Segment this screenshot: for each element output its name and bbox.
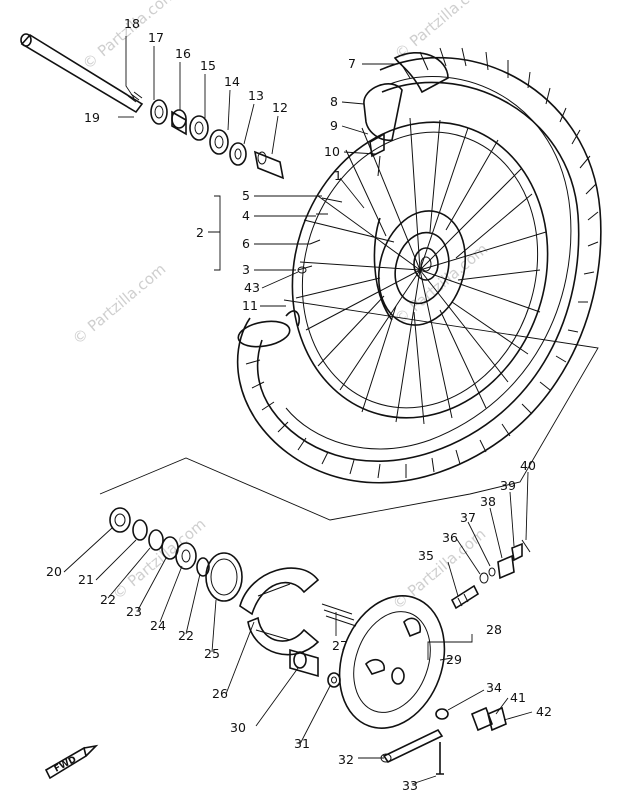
callout-2: 2 xyxy=(196,225,204,240)
item-11 xyxy=(237,310,301,348)
callout-8: 8 xyxy=(330,94,338,109)
balancer-43 xyxy=(297,266,307,274)
callout-30: 30 xyxy=(230,720,246,735)
nut-42 xyxy=(487,706,507,732)
callout-40: 40 xyxy=(520,458,536,473)
callout-16: 16 xyxy=(175,46,191,61)
washer-31 xyxy=(327,672,341,688)
callout-41: 41 xyxy=(510,690,526,705)
clip-37 xyxy=(488,567,496,577)
washer-22b xyxy=(196,557,210,577)
callout-43: 43 xyxy=(244,280,260,295)
fwd-label: FWD xyxy=(53,755,78,775)
callout-15: 15 xyxy=(200,58,216,73)
leader-lines xyxy=(63,36,533,785)
callout-19: 19 xyxy=(84,110,100,125)
rim-band-7 xyxy=(393,52,449,94)
watermark: © Partzilla.com xyxy=(69,260,169,348)
callout-34: 34 xyxy=(486,680,502,695)
callout-18: 18 xyxy=(124,16,140,31)
axle xyxy=(20,33,144,114)
callout-33: 33 xyxy=(402,778,418,793)
bearing-15 xyxy=(189,115,209,141)
valve-10 xyxy=(377,155,381,177)
spoke-items xyxy=(297,197,343,274)
callout-22: 22 xyxy=(100,592,116,607)
spacer-12 xyxy=(253,150,285,180)
tire xyxy=(236,47,602,484)
callout-10: 10 xyxy=(324,144,340,159)
tube-valve-parts xyxy=(363,52,449,177)
callout-35: 35 xyxy=(418,548,434,563)
watermark: © Partzilla.com xyxy=(389,525,489,613)
cam-30 xyxy=(289,648,319,678)
callout-42: 42 xyxy=(536,704,552,719)
perspective-bracket-top xyxy=(99,299,599,521)
bolt-33 xyxy=(436,742,444,775)
callout-3: 3 xyxy=(242,262,250,277)
speedometer-parts xyxy=(450,539,531,732)
lever-32 xyxy=(382,728,444,764)
watermark: © Partzilla.com xyxy=(79,0,179,73)
oil-seal-17 xyxy=(150,99,168,125)
brake-shoes xyxy=(239,567,357,656)
callout-1: 1 xyxy=(334,168,342,183)
nut-34 xyxy=(435,708,449,720)
bearing-24 xyxy=(175,542,197,570)
hub-side-parts xyxy=(109,507,243,602)
clip-40 xyxy=(521,539,531,553)
callout-11: 11 xyxy=(242,298,258,313)
collar-13 xyxy=(229,142,247,166)
callout-27: 27 xyxy=(332,638,348,653)
callout-20: 20 xyxy=(46,564,62,579)
callout-24: 24 xyxy=(150,618,166,633)
callout-9: 9 xyxy=(330,118,338,133)
watermark: © Partzilla.com xyxy=(109,515,209,603)
callout-36: 36 xyxy=(442,530,458,545)
callout-14: 14 xyxy=(224,74,240,89)
callout-28: 28 xyxy=(486,622,502,637)
callout-22b: 22 xyxy=(178,628,194,643)
callout-5: 5 xyxy=(242,188,250,203)
hub xyxy=(373,210,467,326)
nipple-6 xyxy=(309,239,321,245)
callout-13: 13 xyxy=(248,88,264,103)
fwd-arrow-icon: FWD xyxy=(44,744,99,780)
axle-parts xyxy=(150,99,285,180)
bushing-38 xyxy=(497,554,515,580)
callout-4: 4 xyxy=(242,208,250,223)
callout-25: 25 xyxy=(204,646,220,661)
tube-8 xyxy=(363,83,403,142)
callout-39: 39 xyxy=(500,478,516,493)
washer-22 xyxy=(148,529,164,551)
gear-35 xyxy=(450,584,480,610)
spoke-5 xyxy=(321,197,343,203)
callout-21: 21 xyxy=(78,572,94,587)
rim-and-spokes xyxy=(291,117,549,425)
seal-20 xyxy=(109,507,131,533)
ring-25 xyxy=(205,552,243,602)
callout-26: 26 xyxy=(212,686,228,701)
callout-7: 7 xyxy=(348,56,356,71)
callout-32: 32 xyxy=(338,752,354,767)
spacer-16 xyxy=(171,110,187,136)
callout-labels: 18 17 16 15 14 13 12 19 7 8 9 10 1 5 4 2… xyxy=(46,16,552,793)
washer-41 xyxy=(470,706,494,732)
callout-17: 17 xyxy=(148,30,164,45)
callout-6: 6 xyxy=(242,236,250,251)
bearing-14 xyxy=(209,129,229,155)
callout-29: 29 xyxy=(446,652,462,667)
callout-31: 31 xyxy=(294,736,310,751)
callout-38: 38 xyxy=(480,494,496,509)
callout-23: 23 xyxy=(126,604,142,619)
seal-39 xyxy=(511,542,523,562)
brake-plate xyxy=(289,595,449,775)
callout-12: 12 xyxy=(272,100,288,115)
callout-37: 37 xyxy=(460,510,476,525)
ring-21 xyxy=(132,519,148,541)
washer-36 xyxy=(479,572,489,584)
rim-lock-9 xyxy=(369,132,385,158)
